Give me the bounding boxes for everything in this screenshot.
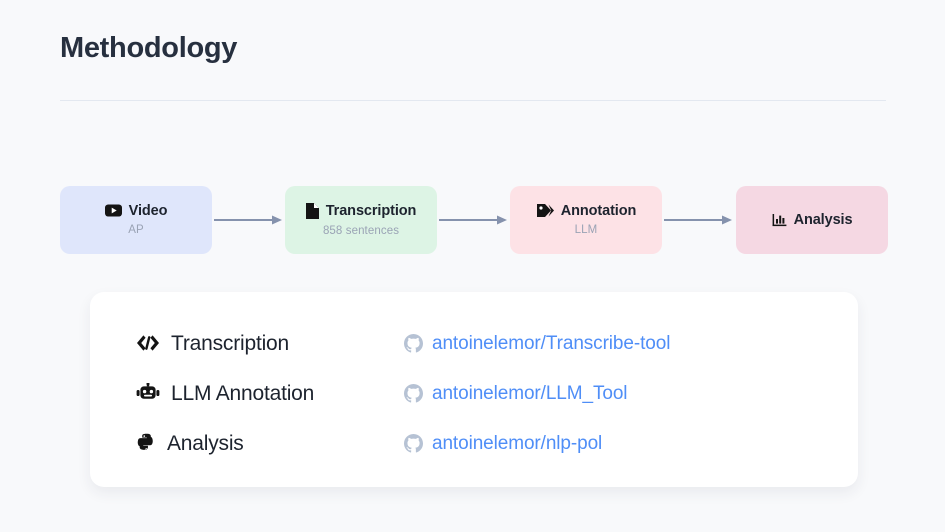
page-title: Methodology <box>60 32 238 64</box>
flow-step-label: Analysis <box>793 211 853 228</box>
link-row-title: LLM Annotation <box>136 383 404 404</box>
repository-links-card: Transcription antoinelemor/Transcribe-to… <box>90 292 858 487</box>
title-divider <box>60 100 886 101</box>
github-icon <box>404 383 423 403</box>
flow-step-video[interactable]: Video AP <box>60 186 212 254</box>
flow-step-label: Video <box>128 202 168 219</box>
list-item: LLM Annotation antoinelemor/LLM_Tool <box>136 368 812 418</box>
python-icon <box>136 433 156 453</box>
flow-arrow-1 <box>214 214 282 226</box>
flow-step-label: Transcription <box>325 202 417 219</box>
flow-arrow-3 <box>664 214 732 226</box>
repo-link[interactable]: antoinelemor/LLM_Tool <box>432 382 628 404</box>
robot-icon <box>136 383 160 403</box>
link-row-title: Analysis <box>136 433 404 454</box>
flow-step-transcription[interactable]: Transcription 858 sentences <box>285 186 437 254</box>
link-row-title: Transcription <box>136 333 404 354</box>
github-icon <box>404 433 423 453</box>
repo-link-group[interactable]: antoinelemor/Transcribe-tool <box>404 332 671 354</box>
flow-step-label: Annotation <box>560 202 637 219</box>
repo-link[interactable]: antoinelemor/nlp-pol <box>432 432 603 454</box>
link-row-label: Transcription <box>171 331 289 355</box>
flow-step-annotation[interactable]: Annotation LLM <box>510 186 662 254</box>
youtube-icon <box>104 204 122 217</box>
file-document-icon <box>305 202 319 219</box>
link-row-label: Analysis <box>167 431 244 455</box>
repo-link[interactable]: antoinelemor/Transcribe-tool <box>432 332 671 354</box>
list-item: Analysis antoinelemor/nlp-pol <box>136 418 812 468</box>
flow-step-sublabel: AP <box>128 224 144 236</box>
code-brackets-icon <box>136 334 160 352</box>
methodology-flow-diagram: Video AP Transcription 858 sentences <box>60 186 888 254</box>
flow-arrow-2 <box>439 214 507 226</box>
tags-icon <box>536 203 554 218</box>
link-row-label: LLM Annotation <box>171 381 315 405</box>
bar-chart-icon <box>772 213 787 227</box>
flow-step-sublabel: LLM <box>574 224 598 237</box>
flow-step-sublabel: 858 sentences <box>322 224 400 237</box>
list-item: Transcription antoinelemor/Transcribe-to… <box>136 318 812 368</box>
github-icon <box>404 333 423 353</box>
flow-step-analysis[interactable]: Analysis <box>736 186 888 254</box>
repo-link-group[interactable]: antoinelemor/LLM_Tool <box>404 382 628 404</box>
repo-link-group[interactable]: antoinelemor/nlp-pol <box>404 432 603 454</box>
